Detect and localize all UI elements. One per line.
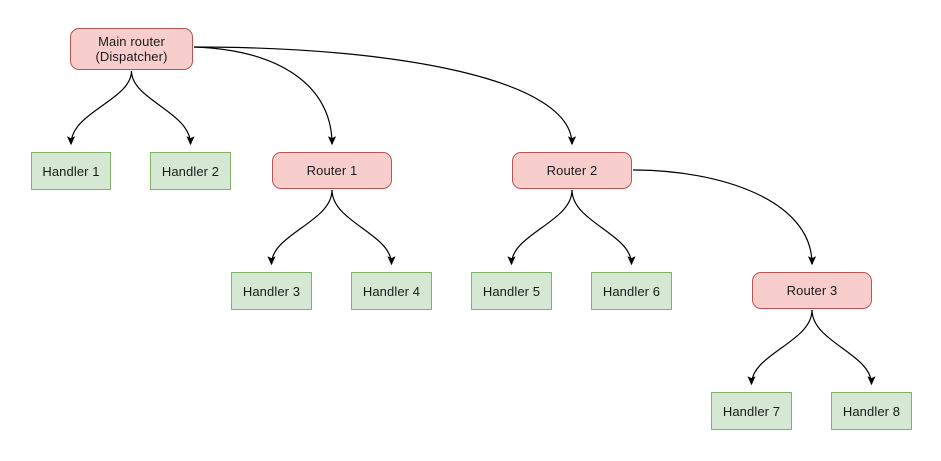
edge-router-3-to-handler-7	[747, 309, 813, 386]
edge-router-2-to-handler-5	[507, 189, 573, 266]
node-handler-4[interactable]: Handler 4	[351, 272, 432, 310]
edge-router-1-to-handler-3	[267, 189, 333, 266]
edge-main-to-router-1	[193, 46, 337, 146]
node-handler-6[interactable]: Handler 6	[591, 272, 672, 310]
node-label-handler-8: Handler 8	[842, 403, 901, 419]
node-handler-7[interactable]: Handler 7	[711, 392, 792, 430]
node-label-router-1: Router 1	[306, 163, 358, 178]
node-handler-1[interactable]: Handler 1	[31, 152, 111, 190]
node-label-main-router: Main router (Dispatcher)	[95, 34, 168, 64]
node-label-handler-2: Handler 2	[161, 163, 220, 179]
node-label-handler-4: Handler 4	[362, 283, 421, 299]
edge-router-3-to-handler-8	[811, 309, 876, 386]
edges-group	[66, 46, 876, 386]
node-handler-2[interactable]: Handler 2	[150, 152, 231, 190]
node-label-handler-1: Handler 1	[42, 163, 100, 179]
node-label-router-3: Router 3	[786, 283, 838, 298]
node-handler-3[interactable]: Handler 3	[231, 272, 312, 310]
edge-main-to-handler-1	[66, 70, 133, 146]
node-label-handler-3: Handler 3	[242, 283, 301, 299]
node-handler-8[interactable]: Handler 8	[831, 392, 912, 430]
node-router-1[interactable]: Router 1	[272, 152, 392, 189]
edge-main-to-handler-2	[130, 70, 195, 146]
node-router-2[interactable]: Router 2	[512, 152, 632, 189]
node-label-handler-6: Handler 6	[602, 283, 661, 299]
edge-router-2-to-handler-6	[571, 189, 636, 266]
node-main-router[interactable]: Main router (Dispatcher)	[70, 28, 193, 70]
node-label-handler-7: Handler 7	[722, 403, 781, 419]
node-label-handler-5: Handler 5	[482, 283, 541, 299]
node-router-3[interactable]: Router 3	[752, 272, 872, 309]
edge-main-to-router-2	[193, 46, 577, 146]
node-label-router-2: Router 2	[546, 163, 598, 178]
edge-router-1-to-handler-4	[331, 189, 396, 266]
edge-router-2-to-router-3	[632, 169, 817, 266]
node-handler-5[interactable]: Handler 5	[471, 272, 552, 310]
